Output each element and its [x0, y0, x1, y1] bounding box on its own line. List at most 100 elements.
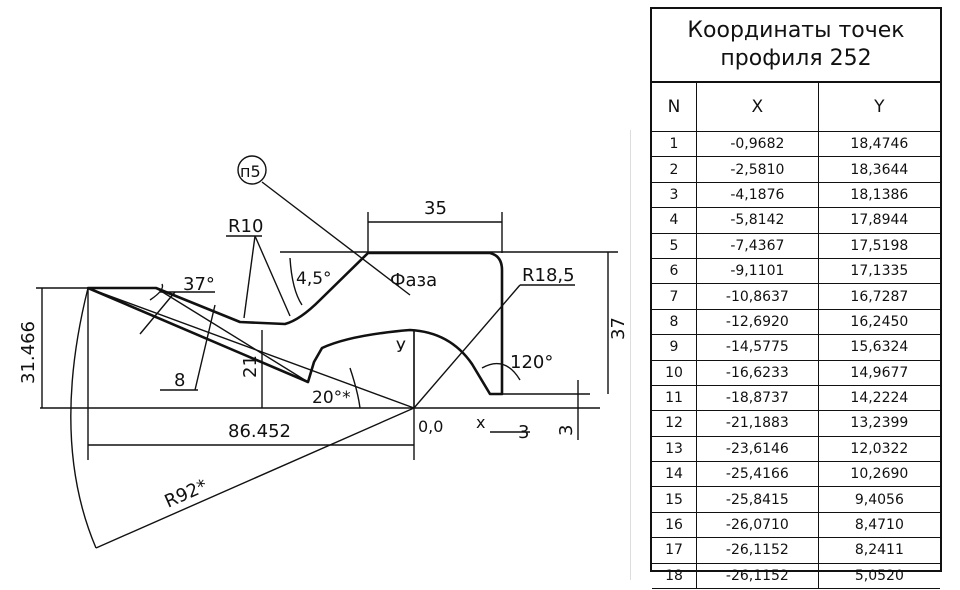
dim-20deg-text: 20°* [312, 388, 351, 408]
cell-n: 3 [652, 181, 697, 209]
p5-leader [261, 181, 411, 296]
cell-y: 17,5198 [817, 232, 940, 259]
cell-x: -12,6920 [696, 308, 819, 336]
cell-y: 17,1335 [817, 257, 940, 285]
chamfer-line [155, 287, 309, 383]
dim-r92-text: R92* [161, 475, 210, 512]
cell-y: 18,1386 [817, 181, 940, 209]
cell-x: -5,8142 [696, 207, 819, 234]
cell-y: 13,2399 [817, 410, 940, 437]
dim-37-text: 37 [608, 317, 629, 340]
dim-120deg-text: 120° [510, 352, 553, 373]
cell-y: 5,0520 [817, 562, 940, 590]
angle-20-arc [349, 367, 361, 409]
technical-drawing: п5 35 R10 37° 4,5° Фаза R18,5 31.466 37 … [18, 155, 629, 549]
cell-y: 16,2450 [817, 308, 940, 336]
cell-n: 17 [652, 537, 697, 564]
dim-31466-text: 31.466 [18, 321, 39, 384]
profile-outline [86, 251, 504, 396]
header-y: Y [817, 83, 940, 132]
cell-x: -23,6146 [696, 435, 819, 463]
table-title: Координаты точек профиля 252 [652, 9, 940, 83]
r10-leader-a [243, 235, 256, 319]
coordinates-table-frame: Координаты точек профиля 252 N X Y 1-0,9… [650, 7, 942, 590]
cell-x: -16,6233 [696, 359, 819, 386]
cell-n: 9 [652, 334, 697, 361]
angle-120-arc [481, 362, 521, 381]
cell-x: -9,1101 [696, 257, 819, 285]
dim-8-leader [194, 304, 216, 391]
table-title-line1: Координаты точек [687, 18, 905, 43]
cell-x: -21,1883 [696, 410, 819, 437]
detail-number-label: п5 [240, 162, 261, 181]
cell-x: -26,1152 [696, 562, 819, 590]
cell-n: 12 [652, 410, 697, 437]
dim-86452-text: 86.452 [228, 421, 291, 442]
cell-x: -2,5810 [696, 156, 819, 183]
cell-n: 14 [652, 461, 697, 488]
dim-21-text: 21 [240, 355, 261, 378]
x-axis-label: х [476, 413, 485, 432]
cell-x: -14,5775 [696, 334, 819, 361]
cell-n: 1 [652, 130, 697, 158]
dim-8-line [139, 291, 176, 335]
cell-y: 18,4746 [817, 130, 940, 158]
table-title-line2: профиля 252 [720, 46, 872, 71]
dim-37deg-text: 37° [183, 274, 215, 295]
cell-n: 7 [652, 283, 697, 310]
detail-callout-circle [237, 155, 267, 185]
cell-n: 6 [652, 257, 697, 285]
y-axis-label: У [396, 337, 406, 356]
chamfer-label: Фаза [390, 270, 437, 291]
cell-y: 10,2690 [817, 461, 940, 488]
cell-x: -0,9682 [696, 130, 819, 158]
cell-n: 13 [652, 435, 697, 463]
header-n: N [652, 83, 697, 132]
cell-y: 18,3644 [817, 156, 940, 183]
r92-arc [70, 287, 97, 549]
origin-label: 0,0 [418, 417, 443, 436]
cell-n: 16 [652, 511, 697, 539]
cell-y: 17,8944 [817, 207, 940, 234]
dim-3x-text: 3 [518, 422, 529, 443]
cell-x: -10,8637 [696, 283, 819, 310]
cell-n: 5 [652, 232, 697, 259]
dim-r18-text: R18,5 [522, 265, 575, 286]
cell-n: 10 [652, 359, 697, 386]
cell-n: 4 [652, 207, 697, 234]
cell-x: -26,0710 [696, 511, 819, 539]
dim-3y-text: 3 [556, 425, 577, 436]
cell-n: 15 [652, 486, 697, 513]
cell-n: 18 [652, 562, 697, 590]
table-header-row: N X Y [652, 83, 940, 132]
dim-45deg-text: 4,5° [296, 269, 332, 289]
cell-x: -4,1876 [696, 181, 819, 209]
cell-y: 12,0322 [817, 435, 940, 463]
cell-y: 9,4056 [817, 486, 940, 513]
dim-35-text: 35 [424, 198, 447, 219]
header-x: X [696, 83, 819, 132]
cell-n: 2 [652, 156, 697, 183]
cell-x: -25,4166 [696, 461, 819, 488]
cell-n: 8 [652, 308, 697, 336]
cell-y: 8,4710 [817, 511, 940, 539]
cell-x: -18,8737 [696, 384, 819, 412]
r18-leader [413, 284, 521, 409]
